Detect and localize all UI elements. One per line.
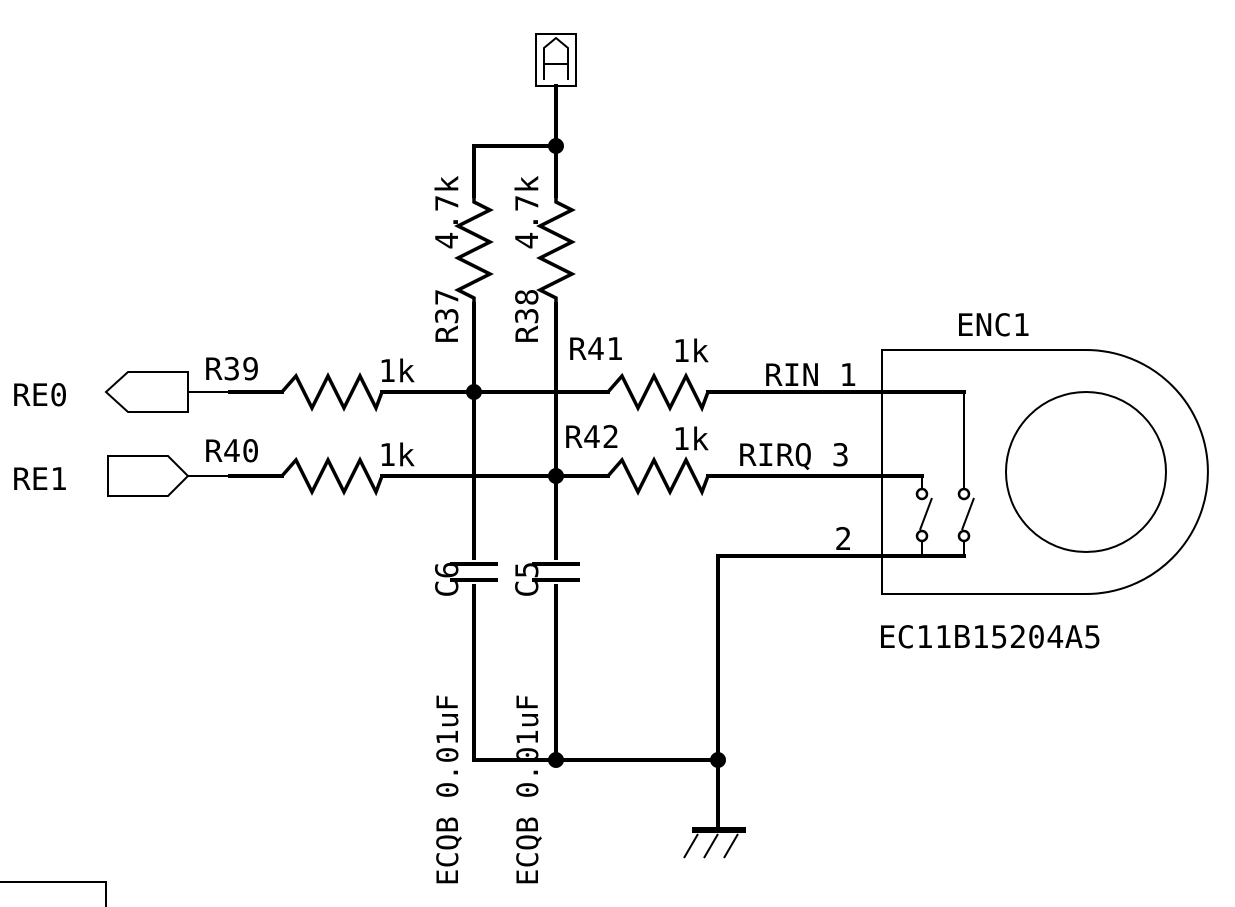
power-flag-symbol [535,33,577,148]
junction-r38-r40 [548,468,564,484]
label-r41-ref: R41 [568,332,624,368]
label-re1: RE1 [12,462,68,498]
resistor-r42 [606,456,710,497]
encoder-arc [1085,349,1209,595]
encoder-body [881,349,1086,595]
encoder-knob [1005,391,1167,553]
label-r38-ref: R38 [510,288,546,344]
label-r42-ref: R42 [564,420,620,456]
resistor-r38 [536,196,576,304]
capacitor-c5 [532,560,580,584]
label-r40-value: 1k [378,438,416,474]
switch-pin3 [919,497,933,531]
label-pin3: RIRQ 3 [738,438,850,474]
label-r40-ref: R40 [204,434,260,470]
ground-symbol [683,827,746,859]
label-pin1: RIN 1 [764,358,857,394]
label-r37-value: 4.7k [430,175,466,250]
label-c5-value: ECQB 0.01uF [511,694,545,886]
label-part-number: EC11B15204A5 [878,620,1102,656]
resistor-r41 [606,372,710,413]
label-r42-value: 1k [672,422,710,458]
label-r37-ref: R37 [430,288,466,344]
resistor-r40 [280,456,384,497]
port-re0 [104,371,189,413]
resistor-r39 [280,372,384,413]
label-r39-value: 1k [378,354,416,390]
label-r38-value: 4.7k [510,175,546,250]
frame-corner [0,881,107,907]
capacitor-c6 [450,560,498,584]
encoder-enc1 [881,349,1209,595]
junction-ground-c5 [548,752,564,768]
power-flag-box [535,33,577,87]
label-re0: RE0 [12,378,68,414]
label-r41-value: 1k [672,334,710,370]
label-c6-value: ECQB 0.01uF [431,694,465,886]
power-flag-glyph [543,36,569,80]
wire-enc-pin2 [716,554,966,762]
label-r39-ref: R39 [204,352,260,388]
supply-wire-r37 [472,144,558,198]
label-enc1: ENC1 [956,308,1031,344]
switch-pin1 [961,497,975,531]
port-re1 [107,455,190,497]
label-c6-ref: C6 [430,561,466,598]
resistor-r37 [454,196,494,304]
label-c5-ref: C5 [510,561,546,598]
label-pin2: 2 [834,522,853,558]
junction-supply [548,138,564,154]
junction-r37-r39 [466,384,482,400]
